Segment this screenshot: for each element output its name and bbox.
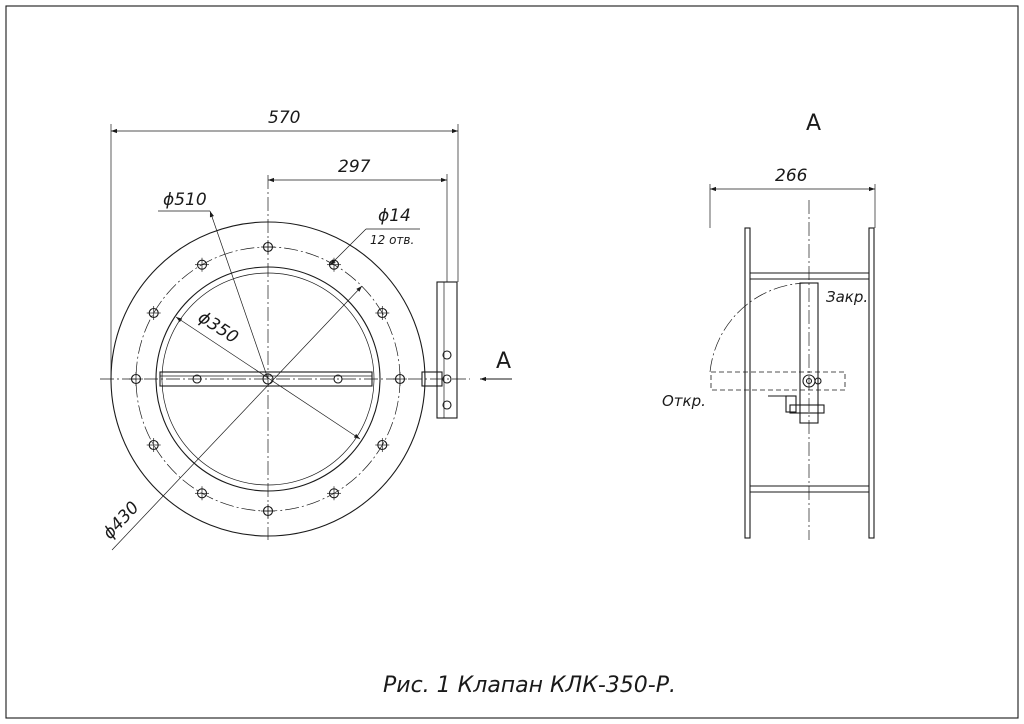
side-view-label: A [806,111,821,136]
handle-bolt [442,374,452,384]
dim-570-text: 570 [268,108,300,128]
handle-bracket [436,281,458,419]
sheet-frame [5,5,1019,719]
side-handle-pivot-inner [805,377,813,385]
lock-fitting [785,395,797,413]
dim-510-text: ϕ510 [163,190,207,210]
handle-swing-arc [709,282,810,373]
view-arrow-label: A [496,349,511,374]
handle-bolt [442,400,452,410]
label-open: Откр. [662,392,706,410]
drawing-caption: Рис. 1 Клапан КЛК-350-Р. [383,673,676,698]
dim-266-text: 266 [775,166,808,186]
lock-bolt [814,377,822,385]
side-view-a: A 266 Закр. Откр. [662,111,876,540]
dim-297-text: 297 [338,157,371,177]
label-closed: Закр. [826,288,868,306]
leader-430 [111,285,363,551]
leader-14 [329,228,367,266]
handle-shaft-stub [421,371,443,387]
front-view: A 570 297 ϕ510 ϕ350 ϕ430 ϕ14 12 отв. [99,108,512,551]
dim-350-text: ϕ350 [194,307,242,348]
flange-left [744,227,751,539]
handle-bolt [442,350,452,360]
bolt-holes [129,240,407,518]
dim-14-text: ϕ14 [378,206,411,226]
flange-right [868,227,875,539]
leader-510 [209,210,269,380]
dim-430-text: ϕ430 [99,498,143,544]
leader-350 [175,316,361,440]
handle-open-position [710,371,846,391]
lock-plate [789,404,825,414]
hole-count-text: 12 отв. [370,233,414,247]
